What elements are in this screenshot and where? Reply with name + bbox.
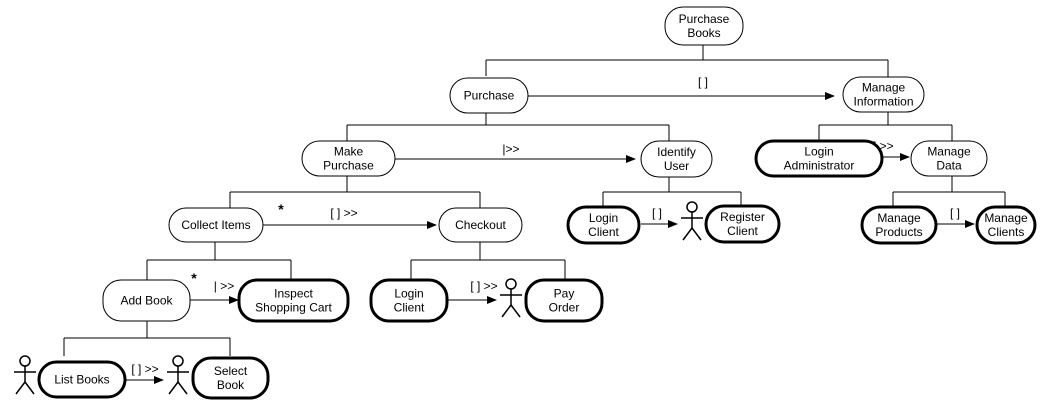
task-node-label: Make <box>334 145 364 159</box>
task-node-shape <box>438 207 523 243</box>
task-node-label: Client <box>727 224 758 238</box>
operator-arrows <box>125 92 975 384</box>
task-node-shape <box>168 207 264 243</box>
operator-label: |>> <box>502 142 519 156</box>
task-node-label: Login <box>589 211 618 225</box>
iteration-marker: * <box>191 270 197 286</box>
task-node-shape <box>754 139 884 178</box>
task-node-label: Login <box>394 287 423 301</box>
task-node-add-book[interactable]: Add Book <box>102 279 191 322</box>
task-node-label: Information <box>853 95 913 109</box>
task-node-label: List Books <box>54 373 109 387</box>
task-node-label: Pay <box>554 287 575 301</box>
task-node-label: Client <box>588 225 619 239</box>
task-node-label: Shopping Cart <box>255 301 332 315</box>
task-node-label: Login <box>804 145 833 159</box>
task-node-label: User <box>664 159 689 173</box>
task-node-shape <box>975 205 1037 245</box>
task-node-label: Purchase <box>323 159 374 173</box>
task-node-label: Manage <box>877 211 921 225</box>
task-node-label: Purchase <box>464 89 515 103</box>
operator-labels: [ ] |>> [ ] >> [ ] >> * [ ] [ ] | >> * [… <box>131 75 960 376</box>
task-node-label: Book <box>217 378 245 392</box>
task-node-label: Checkout <box>455 218 506 232</box>
task-node-label: Collect Items <box>181 218 250 232</box>
task-node-label: Products <box>875 225 922 239</box>
task-node-list-books[interactable]: List Books <box>37 360 127 399</box>
task-node-shape <box>640 140 713 178</box>
actor-icon <box>167 355 189 395</box>
task-node-label: Identify <box>657 145 696 159</box>
task-node-collect-items[interactable]: Collect Items <box>168 207 264 243</box>
task-node-label: Manage <box>927 145 971 159</box>
task-node-label: Register <box>720 210 765 224</box>
task-node-label: Books <box>687 26 720 40</box>
operator-label: [ ] <box>652 206 662 220</box>
operator-label: [ ] >> <box>330 206 357 220</box>
operator-label: | >> <box>214 279 234 293</box>
task-node-shape <box>524 278 604 323</box>
task-node-shape <box>191 356 270 400</box>
task-node-shape <box>910 140 988 177</box>
actors <box>14 201 703 395</box>
task-node-label: Purchase <box>679 12 730 26</box>
task-node-shape <box>369 278 449 323</box>
operator-label: [ ] <box>698 75 708 89</box>
task-node-shape <box>704 204 781 244</box>
operator-label: [ ] >> <box>131 362 158 376</box>
task-node-shape <box>842 76 925 113</box>
task-node-label: Order <box>549 301 580 315</box>
actor-icon <box>14 355 36 395</box>
task-node-purchase[interactable]: Purchase <box>449 77 529 114</box>
task-node-label: Administrator <box>784 159 855 173</box>
task-node-shape <box>237 278 350 323</box>
task-node-label: Manage <box>984 211 1028 225</box>
actor-icon <box>681 201 703 241</box>
iteration-marker: * <box>278 201 284 217</box>
task-node-shape <box>860 205 938 245</box>
operator-label: [ ] >> <box>470 279 497 293</box>
task-node-label: Inspect <box>274 287 313 301</box>
task-node-shape <box>664 6 744 46</box>
task-node-label: Manage <box>862 81 906 95</box>
task-node-label: Clients <box>988 225 1025 239</box>
actor-icon <box>500 278 522 318</box>
task-node-shape <box>566 205 641 245</box>
task-node-label: Select <box>214 364 248 378</box>
task-node-shape <box>102 279 191 322</box>
task-node-shape <box>37 360 127 399</box>
operator-label: [ ] <box>950 206 960 220</box>
task-node-shape <box>449 77 529 114</box>
task-node-label: Add Book <box>120 294 173 308</box>
task-node-shape <box>301 140 396 177</box>
task-node-label: Client <box>394 301 425 315</box>
task-node-label: Data <box>936 159 962 173</box>
tree-connectors <box>63 45 1006 356</box>
task-node-checkout[interactable]: Checkout <box>438 207 523 243</box>
